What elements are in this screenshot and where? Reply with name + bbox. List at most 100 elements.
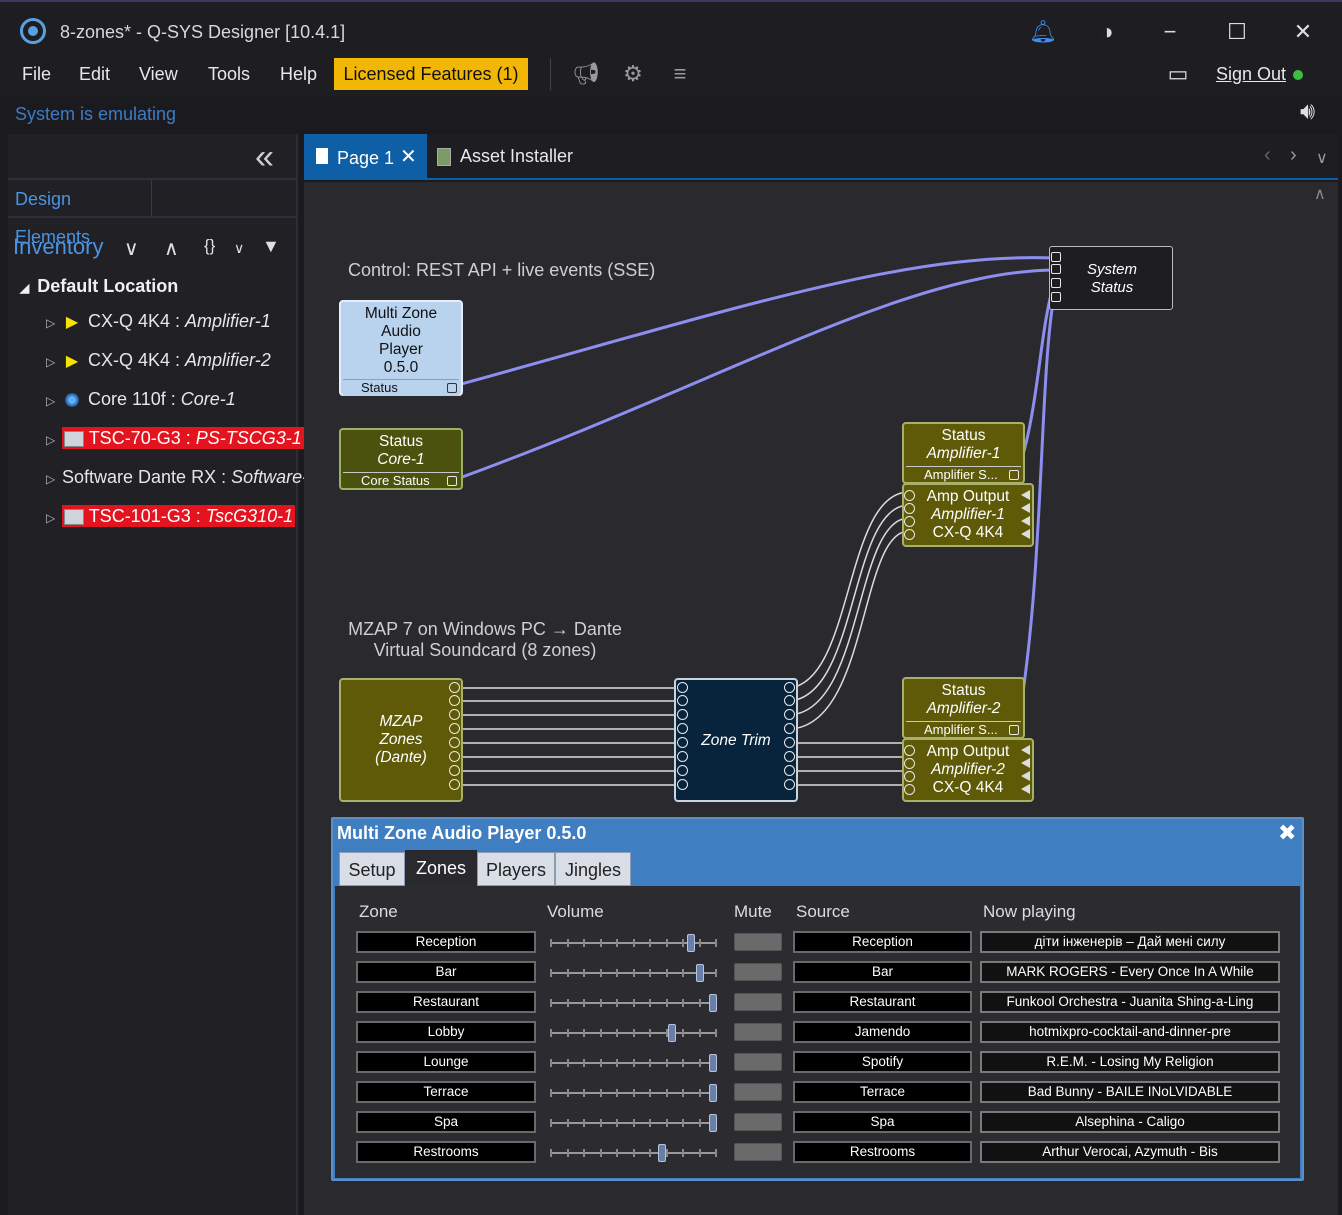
notification-bell-icon[interactable]: 🔔︎ <box>1029 19 1057 44</box>
input-pin-icon[interactable] <box>1051 278 1061 288</box>
volume-slider[interactable] <box>550 994 717 1012</box>
tree-item-software-dante-rx[interactable]: ▷Software Dante RX : Software- <box>46 462 308 492</box>
output-pin-icon[interactable] <box>1009 470 1019 480</box>
output-port-icon[interactable] <box>1021 771 1030 781</box>
expand-triangle-icon[interactable]: ▷ <box>46 433 56 447</box>
volume-slider-knob[interactable] <box>667 1024 676 1042</box>
mute-button[interactable] <box>734 963 782 981</box>
menu-tools[interactable]: Tools <box>208 64 251 84</box>
source-select[interactable]: Spa <box>793 1111 972 1133</box>
mute-button[interactable] <box>734 1023 782 1041</box>
output-port-icon[interactable] <box>784 695 795 706</box>
output-port-icon[interactable] <box>784 779 795 790</box>
input-port-icon[interactable] <box>677 779 688 790</box>
expand-triangle-icon[interactable]: ▷ <box>46 472 56 486</box>
close-plugin-icon[interactable]: ✖ <box>1278 820 1297 845</box>
input-pin-icon[interactable] <box>1051 252 1061 262</box>
menu-file[interactable]: File <box>22 64 52 84</box>
collapse-all-icon[interactable]: ∧ <box>164 238 179 260</box>
output-port-icon[interactable] <box>784 682 795 693</box>
amp2-status-pin[interactable]: Amplifier S... <box>906 721 1021 738</box>
source-select[interactable]: Terrace <box>793 1081 972 1103</box>
input-port-icon[interactable] <box>904 758 915 769</box>
layers-icon[interactable]: ≡ <box>673 61 687 86</box>
mute-button[interactable] <box>734 1083 782 1101</box>
mute-button[interactable] <box>734 1113 782 1131</box>
input-port-icon[interactable] <box>677 765 688 776</box>
input-port-icon[interactable] <box>904 490 915 501</box>
output-port-icon[interactable] <box>784 723 795 734</box>
filter-icon[interactable]: ▼ <box>262 236 280 256</box>
input-pin-icon[interactable] <box>1051 264 1061 274</box>
core-status-pin[interactable]: Core Status <box>343 472 459 489</box>
output-port-icon[interactable] <box>1021 745 1030 755</box>
output-port-icon[interactable] <box>784 751 795 762</box>
input-port-icon[interactable] <box>677 709 688 720</box>
input-port-icon[interactable] <box>904 771 915 782</box>
maximize-button[interactable]: ☐ <box>1227 19 1247 44</box>
input-port-icon[interactable] <box>904 503 915 514</box>
expand-triangle-icon[interactable]: ▷ <box>46 394 56 408</box>
output-port-icon[interactable] <box>449 779 460 790</box>
system-status-block[interactable]: System Status <box>1049 246 1173 310</box>
source-select[interactable]: Restrooms <box>793 1141 972 1163</box>
close-tab-icon[interactable]: ✕ <box>400 146 417 168</box>
input-port-icon[interactable] <box>677 737 688 748</box>
minimize-button[interactable]: − <box>1163 19 1177 44</box>
output-port-icon[interactable] <box>1021 503 1030 513</box>
tab-asset-installer[interactable]: Asset Installer <box>460 146 574 166</box>
source-select[interactable]: Reception <box>793 931 972 953</box>
user-card-icon[interactable]: ▭ <box>1167 61 1189 86</box>
output-port-icon[interactable] <box>1021 516 1030 526</box>
amp2-status-block[interactable]: Status Amplifier-2 Amplifier S... <box>902 677 1025 739</box>
close-window-button[interactable]: ✕ <box>1293 19 1313 44</box>
licensed-features-button[interactable]: Licensed Features (1) <box>334 58 528 90</box>
menu-edit[interactable]: Edit <box>79 64 111 84</box>
volume-slider-knob[interactable] <box>709 1084 717 1102</box>
volume-slider[interactable] <box>550 1054 717 1072</box>
amp1-status-block[interactable]: Status Amplifier-1 Amplifier S... <box>902 422 1025 484</box>
expand-triangle-icon[interactable]: ▷ <box>46 316 56 330</box>
output-pin-icon[interactable] <box>447 383 457 393</box>
expand-triangle-icon[interactable]: ▷ <box>46 511 56 525</box>
mute-button[interactable] <box>734 933 782 951</box>
mute-button[interactable] <box>734 1053 782 1071</box>
volume-slider-knob[interactable] <box>709 1114 717 1132</box>
output-pin-icon[interactable] <box>1009 725 1019 735</box>
volume-slider[interactable] <box>550 1024 717 1042</box>
mzap-zones-block[interactable]: MZAP Zones (Dante) <box>339 678 463 802</box>
output-port-icon[interactable] <box>449 682 460 693</box>
speaker-icon[interactable]: 🔊︎ <box>1300 98 1316 125</box>
input-port-icon[interactable] <box>904 784 915 795</box>
gear-icon[interactable]: ⚙ <box>623 61 643 86</box>
tab-scroll-left-icon[interactable]: ‹ <box>1264 144 1271 166</box>
expand-triangle-icon[interactable]: ▷ <box>46 355 56 369</box>
input-port-icon[interactable] <box>904 745 915 756</box>
expand-all-icon[interactable]: ∨ <box>124 238 139 260</box>
mzap-plugin-block[interactable]: Multi Zone Audio Player 0.5.0 Status <box>339 300 463 396</box>
tab-design-elements[interactable]: Design Elements <box>10 180 152 247</box>
mute-button[interactable] <box>734 993 782 1011</box>
input-port-icon[interactable] <box>904 529 915 540</box>
output-port-icon[interactable] <box>1021 784 1030 794</box>
input-pin-icon[interactable] <box>1051 292 1061 302</box>
output-port-icon[interactable] <box>449 737 460 748</box>
tree-root-default-location[interactable]: ◢Default Location <box>20 276 179 296</box>
volume-slider-knob[interactable] <box>658 1144 667 1162</box>
tree-item-amplifier-2[interactable]: ▷▶CX-Q 4K4 : Amplifier-2 <box>46 345 296 375</box>
volume-slider-knob[interactable] <box>696 964 705 982</box>
scroll-up-icon[interactable]: ∧ <box>1314 186 1326 203</box>
input-port-icon[interactable] <box>677 751 688 762</box>
input-port-icon[interactable] <box>904 516 915 527</box>
volume-slider[interactable] <box>550 934 717 952</box>
mute-button[interactable] <box>734 1143 782 1161</box>
input-port-icon[interactable] <box>677 695 688 706</box>
source-select[interactable]: Spotify <box>793 1051 972 1073</box>
output-pin-icon[interactable] <box>447 476 457 486</box>
output-port-icon[interactable] <box>1021 490 1030 500</box>
tree-item-tscg310-1[interactable]: ▷ TSC-101-G3 : TscG310-1 <box>46 501 296 531</box>
amp2-output-block[interactable]: Amp Output Amplifier-2 CX-Q 4K4 <box>902 738 1034 802</box>
sign-out-link[interactable]: Sign Out <box>1216 64 1287 84</box>
amp1-status-pin[interactable]: Amplifier S... <box>906 466 1021 483</box>
input-port-icon[interactable] <box>677 723 688 734</box>
